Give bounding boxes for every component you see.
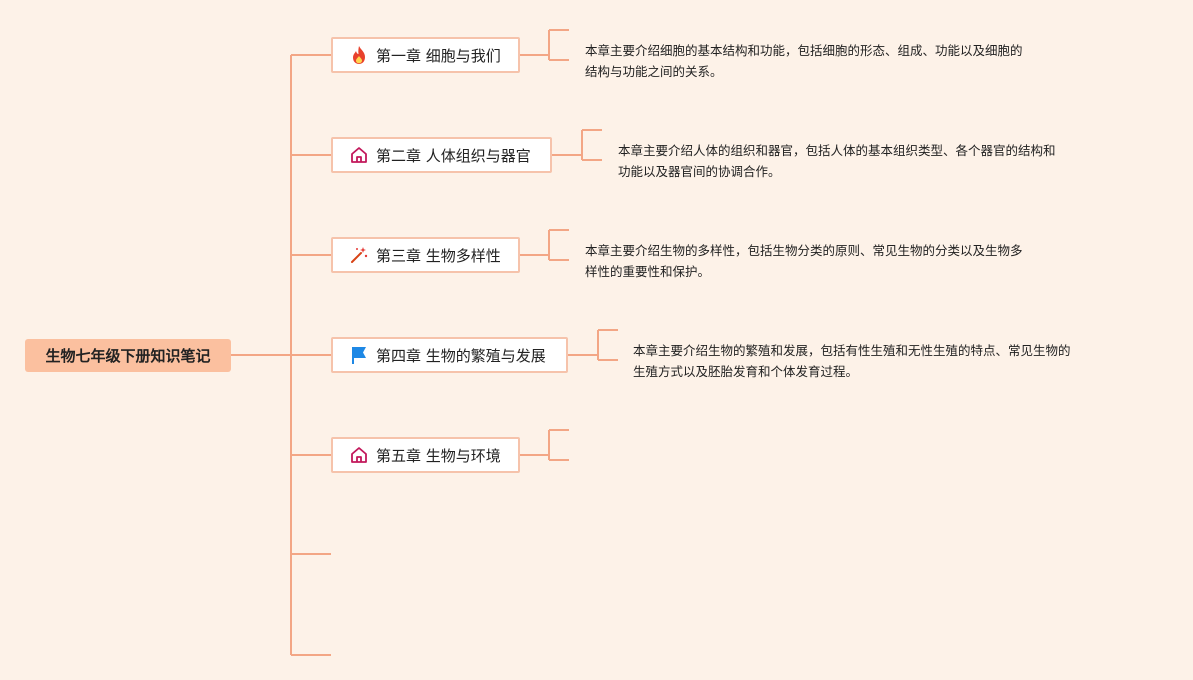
flag-icon [349,345,369,365]
chapter-label-4: 第四章 生物的繁殖与发展 [376,346,546,365]
chapter-node-5[interactable]: 第五章 生物与环境 [331,437,520,473]
root-topic[interactable]: 生物七年级下册知识笔记 [25,339,231,372]
root-title: 生物七年级下册知识笔记 [45,347,211,365]
fire-icon [349,45,369,65]
chapter-desc-1: 本章主要介绍细胞的基本结构和功能，包括细胞的形态、组成、功能以及细胞的 结构与功… [585,40,1023,82]
chapter-desc-4: 本章主要介绍生物的繁殖和发展，包括有性生殖和无性生殖的特点、常见生物的 生殖方式… [633,340,1071,382]
desc-bracket-4 [568,329,618,361]
chapter-node-2[interactable]: 第二章 人体组织与器官 [331,137,552,173]
house-icon [349,145,369,165]
magic-wand-icon [349,245,369,265]
chapter-desc-4-line-2: 生殖方式以及胚胎发育和个体发育过程。 [633,364,859,379]
chapter-label-1: 第一章 细胞与我们 [376,46,501,65]
chapter-node-1[interactable]: 第一章 细胞与我们 [331,37,520,73]
chapter-desc-2-line-2: 功能以及器官间的协调合作。 [618,164,781,179]
desc-bracket-1 [520,29,569,61]
chapter-desc-3-line-1: 本章主要介绍生物的多样性，包括生物分类的原则、常见生物的分类以及生物多 [585,243,1023,258]
desc-bracket-3 [520,229,569,261]
chapter-label-5: 第五章 生物与环境 [376,446,501,465]
chapter-desc-2-line-1: 本章主要介绍人体的组织和器官，包括人体的基本组织类型、各个器官的结构和 [618,143,1056,158]
desc-bracket-2 [552,129,602,161]
desc-bracket-5 [520,429,569,461]
chapter-desc-2: 本章主要介绍人体的组织和器官，包括人体的基本组织类型、各个器官的结构和 功能以及… [618,140,1056,182]
chapter-desc-1-line-1: 本章主要介绍细胞的基本结构和功能，包括细胞的形态、组成、功能以及细胞的 [585,43,1023,58]
house-icon [349,445,369,465]
chapter-desc-3-line-2: 样性的重要性和保护。 [585,264,711,279]
chapter-label-3: 第三章 生物多样性 [376,246,501,265]
chapter-node-3[interactable]: 第三章 生物多样性 [331,237,520,273]
chapter-desc-3: 本章主要介绍生物的多样性，包括生物分类的原则、常见生物的分类以及生物多 样性的重… [585,240,1023,282]
chapter-node-4[interactable]: 第四章 生物的繁殖与发展 [331,337,568,373]
chapter-desc-4-line-1: 本章主要介绍生物的繁殖和发展，包括有性生殖和无性生殖的特点、常见生物的 [633,343,1071,358]
chapter-desc-1-line-2: 结构与功能之间的关系。 [585,64,723,79]
chapter-label-2: 第二章 人体组织与器官 [376,146,531,165]
